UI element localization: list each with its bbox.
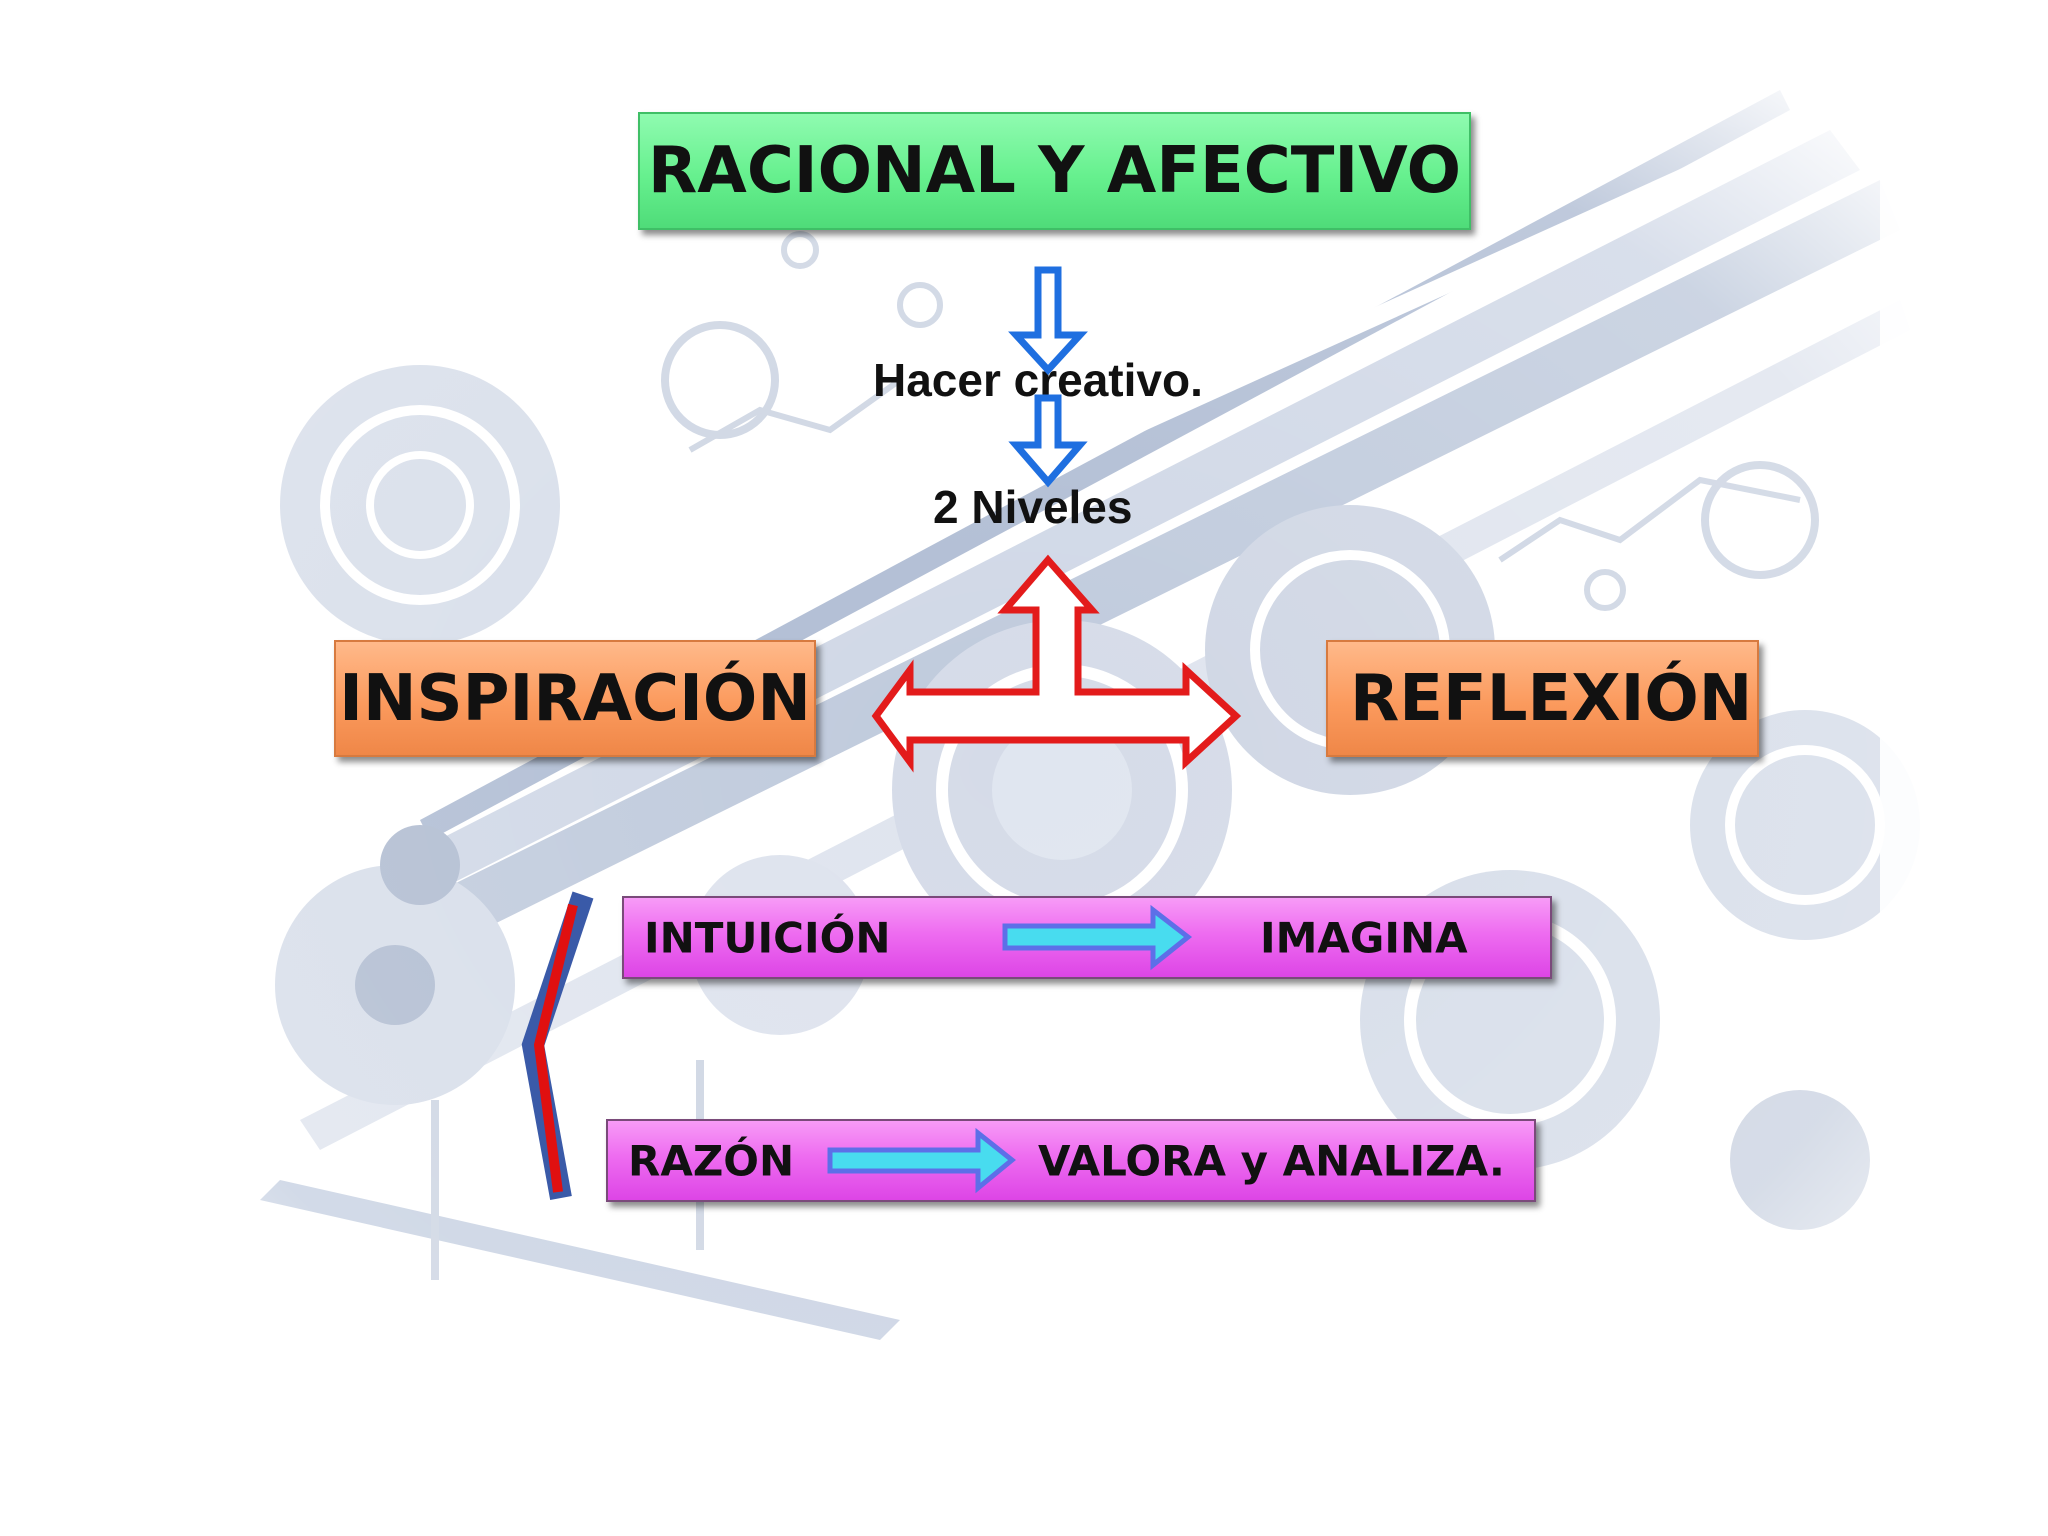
row-intuicion-left: INTUICIÓN — [644, 913, 891, 962]
inspiracion-label: INSPIRACIÓN — [339, 661, 811, 736]
row-razon: RAZÓN VALORA y ANALIZA. — [606, 1119, 1536, 1202]
row-intuicion-right: IMAGINA — [1260, 913, 1468, 962]
title-box: RACIONAL Y AFECTIVO — [638, 112, 1471, 230]
reflexion-label: REFLEXIÓN — [1350, 661, 1753, 736]
step-2-niveles: 2 Niveles — [933, 481, 1133, 533]
row-razon-left: RAZÓN — [628, 1136, 795, 1185]
title-label: RACIONAL Y AFECTIVO — [648, 134, 1461, 208]
step-hacer-creativo: Hacer creativo. — [873, 354, 1203, 406]
row-razon-right: VALORA y ANALIZA. — [1038, 1136, 1505, 1185]
inspiracion-box: INSPIRACIÓN — [334, 640, 816, 757]
row-intuicion: INTUICIÓN IMAGINA — [622, 896, 1552, 979]
reflexion-box: REFLEXIÓN — [1326, 640, 1759, 757]
